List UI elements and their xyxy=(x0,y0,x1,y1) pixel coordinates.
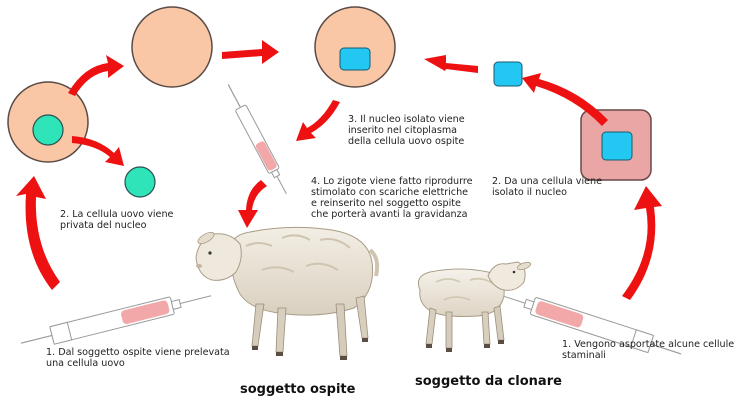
isolated-nucleus xyxy=(493,61,523,87)
sheep-illustration xyxy=(195,226,380,360)
curved-arrow-icon xyxy=(238,180,267,228)
syringe-center xyxy=(227,84,287,195)
egg-nucleus xyxy=(32,114,64,146)
arrows xyxy=(16,40,662,300)
step-2-left-text: 2. La cellula uovo viene privata del nuc… xyxy=(60,209,174,231)
removed-nucleus xyxy=(124,166,156,198)
egg-cell-with-nucleus xyxy=(7,81,89,163)
syringe-left xyxy=(20,295,212,345)
donor-nucleus xyxy=(601,131,633,161)
step-2-right-text: 2. Da una cellula viene isolato il nucle… xyxy=(492,176,603,198)
curved-arrow-icon xyxy=(222,40,279,64)
step-1-right-text: 1. Vengono asportate alcune cellule stam… xyxy=(562,339,735,361)
curved-arrow-icon xyxy=(622,186,662,300)
step-1-left-text: 1. Dal soggetto ospite viene prelevata u… xyxy=(46,347,230,369)
inserted-nucleus xyxy=(339,47,371,71)
curved-arrow-icon xyxy=(68,55,124,96)
step-4-text: 4. Lo zigote viene fatto riprodurre stim… xyxy=(311,176,473,220)
lamb-illustration xyxy=(417,261,532,352)
curved-arrow-icon xyxy=(296,100,340,141)
donor-cell xyxy=(580,109,652,181)
curved-arrow-icon xyxy=(72,136,124,166)
step-3-text: 3. Il nucleo isolato viene inserito nel … xyxy=(348,114,465,147)
syringe-right xyxy=(494,292,682,355)
curved-arrow-icon xyxy=(16,176,60,290)
clone-source-label: soggetto da clonare xyxy=(415,374,562,389)
egg-cell-top xyxy=(131,6,213,88)
reconstructed-egg-cell xyxy=(314,6,396,88)
host-subject-label: soggetto ospite xyxy=(240,382,356,397)
curved-arrow-icon xyxy=(522,73,608,126)
curved-arrow-icon xyxy=(424,55,478,73)
